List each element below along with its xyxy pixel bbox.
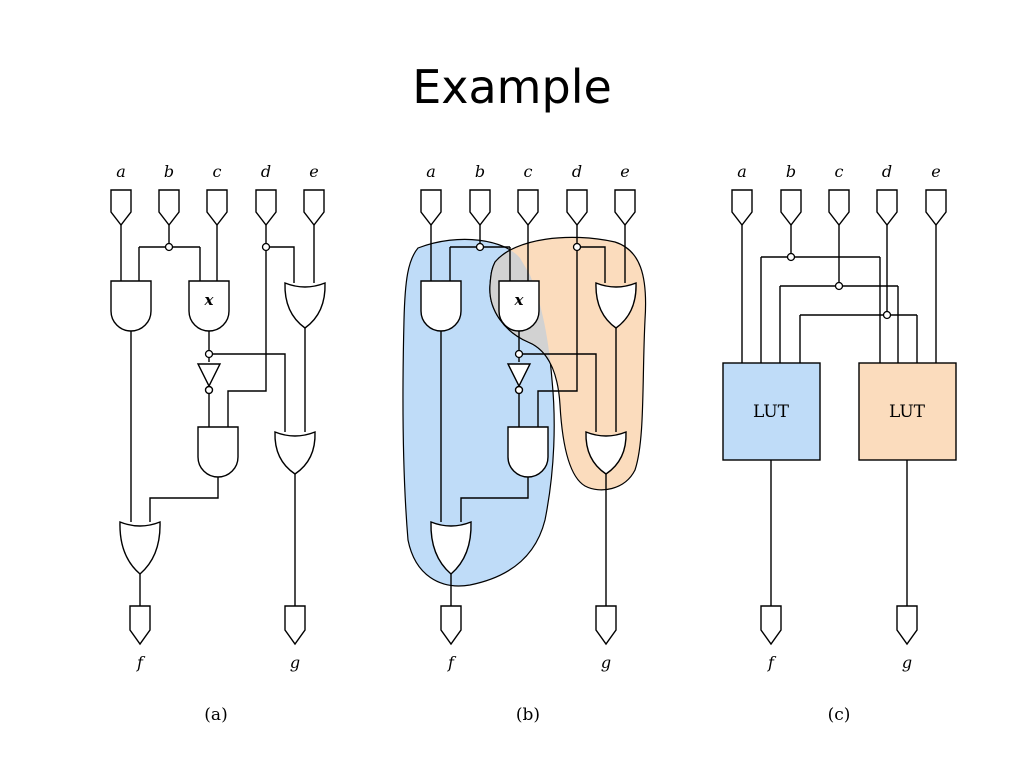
- panel-a: a b c d e: [110, 162, 326, 725]
- input-label-c: c: [835, 162, 844, 181]
- not-gate: [196, 363, 222, 388]
- caption-c: (c): [828, 705, 851, 725]
- panel-c: a b c d e: [722, 162, 957, 725]
- panel-b-input-pads: [420, 189, 636, 227]
- input-pad-a: [420, 189, 442, 227]
- panel-b: a b c d e: [402, 162, 647, 725]
- caption-a: (a): [204, 705, 227, 725]
- input-label-e: e: [931, 162, 940, 181]
- input-label-b: b: [786, 162, 796, 181]
- input-label-a: a: [737, 162, 747, 181]
- input-label-d: d: [261, 162, 271, 181]
- junction-dot: [164, 242, 174, 252]
- panel-b-input-labels: a b c d e: [426, 162, 630, 181]
- input-pad-d: [566, 189, 588, 227]
- junction-dot: [204, 349, 214, 359]
- inverter-bubble: [204, 385, 214, 395]
- output-pad-g: [595, 605, 617, 646]
- panel-a-gates: x: [110, 280, 326, 575]
- or-gate: [274, 430, 316, 475]
- and-gate: [110, 280, 152, 332]
- lut-box: [722, 362, 821, 461]
- output-label-g: g: [902, 653, 912, 672]
- input-pad-e: [303, 189, 325, 227]
- panel-a-output-pads: [129, 605, 306, 646]
- or-gate: [284, 281, 326, 329]
- input-pad-b: [469, 189, 491, 227]
- input-pad-c: [517, 189, 539, 227]
- panel-b-output-pads: [440, 605, 617, 646]
- junction-dot: [572, 242, 582, 252]
- output-pad-g: [896, 605, 918, 646]
- output-label-f: f: [447, 653, 457, 672]
- lut-box: [858, 362, 957, 461]
- or-gate: [430, 520, 472, 575]
- x-gate-label: x: [514, 291, 525, 309]
- input-label-b: b: [164, 162, 174, 181]
- or-gate: [595, 281, 637, 329]
- inverter-bubble: [514, 385, 524, 395]
- junction-dot: [882, 310, 892, 320]
- x-gate: [188, 280, 230, 332]
- output-pad-f: [440, 605, 462, 646]
- or-gate: [585, 430, 627, 475]
- lut-label: LUT: [753, 402, 790, 422]
- panel-a-input-pads: [110, 189, 325, 227]
- input-pad-a: [110, 189, 132, 227]
- panel-b-gates: x: [420, 280, 637, 575]
- input-pad-e: [925, 189, 947, 227]
- input-label-d: d: [882, 162, 892, 181]
- panel-c-output-pads: [760, 605, 918, 646]
- input-label-a: a: [426, 162, 436, 181]
- input-label-e: e: [620, 162, 629, 181]
- lut-label: LUT: [889, 402, 926, 422]
- not-gate: [506, 363, 532, 388]
- input-pad-a: [731, 189, 753, 227]
- input-label-b: b: [475, 162, 485, 181]
- input-label-e: e: [309, 162, 318, 181]
- input-pad-d: [876, 189, 898, 227]
- panel-b-junctions: [475, 242, 582, 359]
- and-gate: [507, 426, 549, 478]
- input-label-c: c: [524, 162, 533, 181]
- input-pad-b: [158, 189, 180, 227]
- junction-dot: [786, 252, 796, 262]
- input-label-d: d: [572, 162, 582, 181]
- slide-title: Example: [412, 60, 612, 114]
- input-pad-e: [614, 189, 636, 227]
- or-gate: [119, 520, 161, 575]
- output-pad-g: [284, 605, 306, 646]
- panel-c-junctions: [786, 252, 892, 320]
- output-pad-f: [129, 605, 151, 646]
- output-label-f: f: [767, 653, 777, 672]
- input-label-a: a: [116, 162, 126, 181]
- output-label-g: g: [290, 653, 300, 672]
- output-pad-f: [760, 605, 782, 646]
- panel-c-input-pads: [731, 189, 947, 227]
- input-pad-b: [780, 189, 802, 227]
- input-label-c: c: [213, 162, 222, 181]
- x-gate-label: x: [204, 291, 215, 309]
- junction-dot: [514, 349, 524, 359]
- junction-dot: [475, 242, 485, 252]
- panel-b-wires: [430, 225, 626, 606]
- and-gate: [197, 426, 239, 478]
- x-gate: [498, 280, 540, 332]
- lut-block-1: LUT: [722, 362, 821, 461]
- junction-dot: [834, 281, 844, 291]
- input-pad-c: [206, 189, 228, 227]
- output-label-f: f: [136, 653, 146, 672]
- and-gate: [420, 280, 462, 332]
- panel-a-junctions: [164, 242, 271, 359]
- panel-c-input-labels: a b c d e: [737, 162, 941, 181]
- output-label-g: g: [601, 653, 611, 672]
- lut-block-2: LUT: [858, 362, 957, 461]
- panel-a-input-labels: a b c d e: [116, 162, 319, 181]
- junction-dot: [261, 242, 271, 252]
- input-pad-c: [828, 189, 850, 227]
- caption-b: (b): [516, 705, 540, 725]
- input-pad-d: [255, 189, 277, 227]
